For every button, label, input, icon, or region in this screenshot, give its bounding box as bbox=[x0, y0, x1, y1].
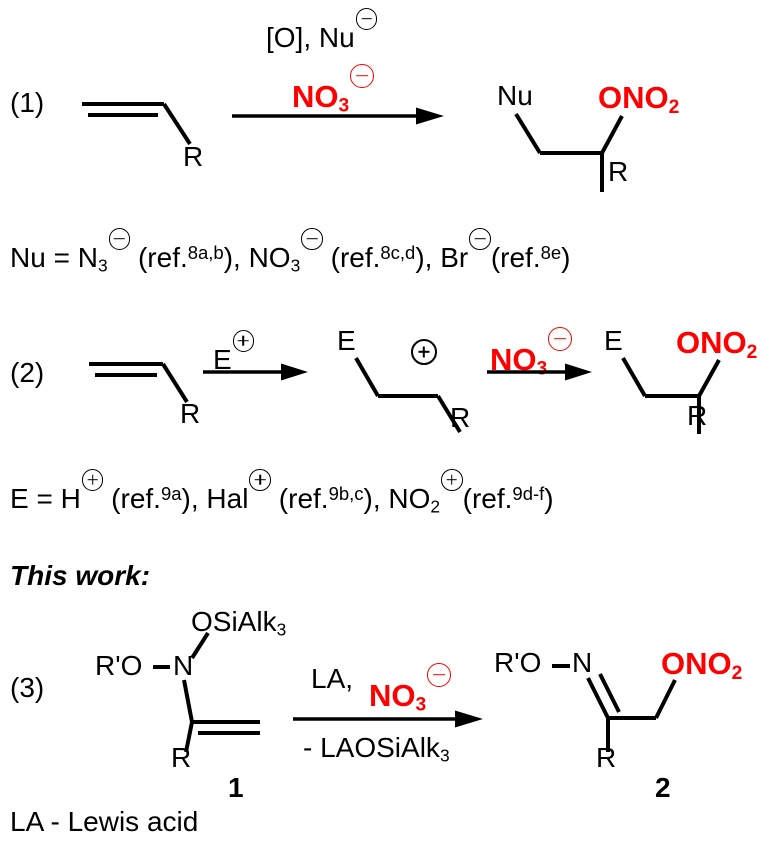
reaction3-condition-below: - LAOSiAlk3 bbox=[303, 732, 450, 766]
reaction3-nitrate-reagent: NO3 bbox=[369, 663, 451, 715]
reaction3-product-structure bbox=[548, 630, 708, 760]
plus-charge-icon bbox=[232, 330, 255, 352]
reaction2-arrow-1 bbox=[203, 362, 308, 382]
minus-charge-icon bbox=[301, 228, 323, 250]
this-work-heading: This work: bbox=[10, 560, 151, 591]
reaction2-intermediate-e-label: E bbox=[337, 325, 356, 356]
plus-charge-icon bbox=[249, 469, 272, 491]
minus-charge-icon bbox=[469, 228, 491, 250]
reaction2-product-ono2-label: ONO2 bbox=[676, 325, 758, 363]
reaction3-n-label: N bbox=[173, 650, 194, 681]
minus-charge-icon bbox=[548, 327, 572, 351]
reaction2-nitrate-reagent: NO3 bbox=[490, 327, 572, 379]
plus-charge-icon bbox=[81, 469, 104, 491]
reaction3-product-number: 2 bbox=[655, 772, 671, 803]
reaction3-ro-label: R'O bbox=[95, 650, 143, 681]
reaction2-intermediate-r-label: R bbox=[450, 402, 471, 433]
reaction2-product-e-label: E bbox=[604, 325, 623, 356]
reaction3-product-r-label: R bbox=[596, 742, 617, 773]
minus-charge-icon bbox=[108, 228, 131, 250]
reaction2-label: (2) bbox=[10, 357, 45, 388]
reaction2-product-r-label: R bbox=[687, 400, 708, 431]
reaction3-substrate-number: 1 bbox=[228, 772, 244, 803]
plus-charge-icon bbox=[411, 339, 437, 365]
reaction3-osialk-label: OSiAlk3 bbox=[191, 606, 287, 640]
reaction3-substrate-r-label: R bbox=[171, 742, 192, 773]
reaction1-reagents-top: [O], Nu bbox=[266, 8, 378, 52]
reaction2-substrate-structure bbox=[85, 352, 205, 412]
reaction1-substrate-structure bbox=[78, 92, 208, 152]
reaction3-product-ro-label: R'O bbox=[494, 647, 542, 678]
reaction1-product-structure bbox=[500, 110, 680, 195]
plus-charge-icon bbox=[441, 469, 463, 491]
reaction1-product-nu-label: Nu bbox=[497, 80, 533, 111]
reaction2-arrow-2 bbox=[487, 362, 592, 382]
reaction3-product-ono2-label: ONO2 bbox=[661, 646, 743, 684]
reaction1-product-r-label: R bbox=[608, 156, 629, 187]
nu-definition: Nu = N3 (ref.8a,b), NO3 (ref.8c,d), Br(r… bbox=[10, 228, 570, 275]
minus-charge-icon bbox=[355, 8, 378, 30]
reaction3-arrow bbox=[293, 709, 483, 729]
reaction3-condition-above: LA, bbox=[311, 663, 354, 694]
reaction2-product-structure bbox=[607, 356, 747, 438]
e-definition: E = H (ref.9a), Hal (ref.9b,c), NO2(ref.… bbox=[10, 469, 554, 516]
reaction1-nitrate-reagent: NO3 bbox=[292, 64, 374, 116]
reaction1-label: (1) bbox=[10, 87, 45, 118]
reaction3-substrate-structure bbox=[150, 630, 310, 760]
reaction1-arrow bbox=[232, 106, 444, 126]
footnote-lewis-acid: LA - Lewis acid bbox=[10, 806, 199, 837]
reaction2-intermediate-structure bbox=[340, 356, 485, 436]
minus-charge-icon bbox=[350, 64, 374, 88]
minus-charge-icon bbox=[427, 663, 451, 687]
reaction2-electrophile-reagent: E bbox=[213, 330, 255, 374]
reaction3-product-n-label: N bbox=[572, 647, 593, 678]
reaction2-carbocation-charge bbox=[411, 339, 437, 365]
reaction2-substrate-r-label: R bbox=[180, 398, 201, 429]
reaction1-product-ono2-label: ONO2 bbox=[598, 80, 680, 118]
reaction3-label: (3) bbox=[10, 672, 45, 703]
reaction1-substrate-r-label: R bbox=[183, 141, 204, 172]
